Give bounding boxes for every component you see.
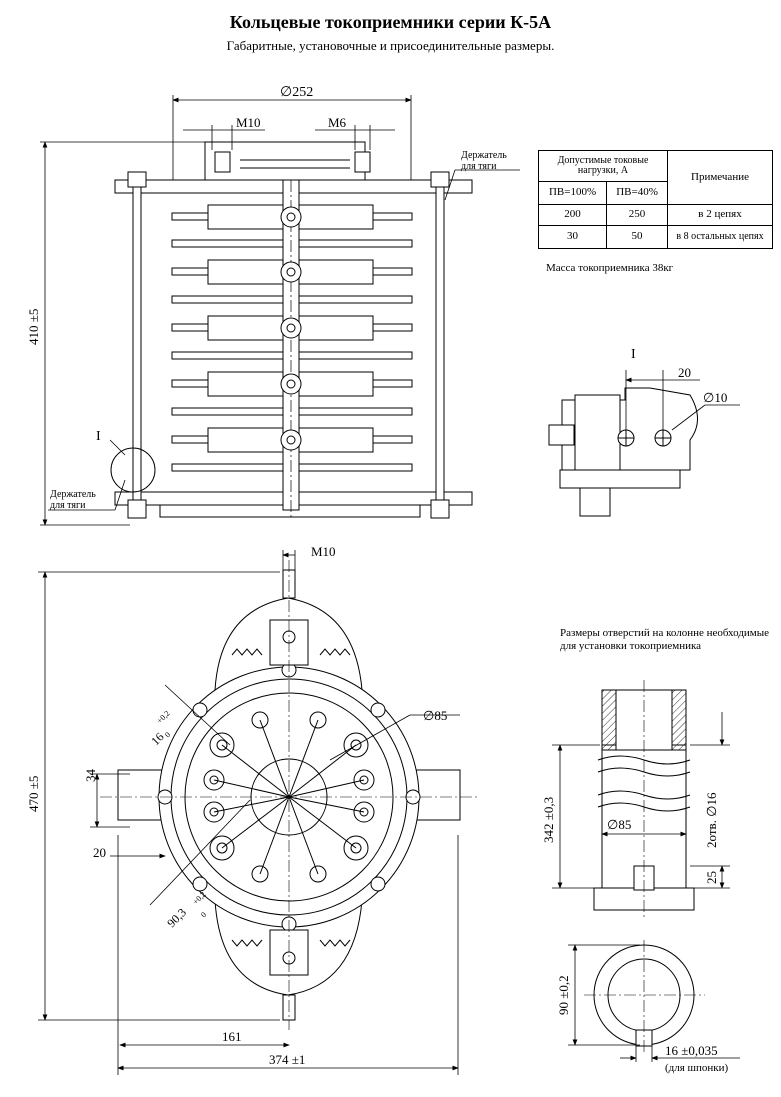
table-cell: 250 (606, 204, 668, 226)
top-dim-90-3-tol-zero: 0 (199, 910, 208, 919)
holder-label-top-line2: для тяги (461, 161, 497, 172)
detail-dim-20: 20 (678, 365, 691, 380)
page-title: Кольцевые токоприемники серии К-5А (229, 12, 552, 32)
top-dim-16-tol-plus: +0,2 (155, 709, 172, 726)
top-dim-16-tol-zero: 0 (163, 730, 172, 739)
top-dim-d85: ∅85 (423, 708, 447, 723)
column-dim-25: 25 (704, 871, 719, 884)
front-detail-ref: I (96, 429, 101, 444)
front-dim-d252: ∅252 (280, 85, 313, 100)
table-cell: 200 (537, 204, 608, 226)
top-dim-20: 20 (93, 845, 106, 860)
table-cell: 30 (537, 225, 608, 249)
column-dim-16-key: 16 ±0,035 (665, 1043, 718, 1058)
detail-dim-d10: ∅10 (703, 390, 727, 405)
table-row: 30 50 в 8 остальных цепях (537, 225, 773, 249)
top-dim-m10: M10 (311, 544, 336, 559)
arm-bolts (280, 206, 302, 451)
holder-label-top-line1: Держатель (461, 150, 507, 161)
column-dimensions (552, 712, 740, 1062)
top-dim-34: 34 (83, 769, 98, 783)
top-dim-374: 374 ±1 (269, 1052, 305, 1067)
table-header-note: Примечание (667, 150, 773, 205)
page-subtitle: Габаритные, установочные и присоединител… (226, 38, 555, 53)
detail-view (548, 387, 698, 517)
front-dim-m6: M6 (328, 115, 347, 130)
top-dim-90-3: 90,3 (164, 905, 189, 930)
mass-note: Масса токоприемника 38кг (546, 262, 674, 274)
holder-label-bottom-line1: Держатель (50, 489, 96, 500)
column-holes-note: Размеры отверстий на колонне необходимые… (560, 627, 770, 652)
table-row: 200 250 в 2 цепях (537, 204, 773, 226)
table-header-loads: Допустимые токовые нагрузки, А (538, 150, 668, 182)
column-dim-holes: 2отв. ∅16 (704, 792, 719, 848)
top-view (117, 569, 461, 1021)
top-dimensions (38, 550, 460, 1075)
table-col-pv100: ПВ=100% (537, 181, 608, 205)
front-dimensions (40, 95, 520, 526)
column-dim-342: 342 ±0,3 (541, 797, 556, 843)
front-dim-m10: M10 (236, 115, 261, 130)
table-cell: в 2 цепях (667, 204, 773, 226)
load-table: Допустимые токовые нагрузки, А Примечани… (537, 150, 773, 249)
front-dim-410: 410 ±5 (26, 309, 41, 345)
top-dim-161: 161 (222, 1029, 242, 1044)
holder-label-bottom-line2: для тяги (50, 500, 86, 511)
column-dim-90: 90 ±0,2 (556, 975, 571, 1015)
top-dim-470: 470 ±5 (26, 776, 41, 812)
front-view (110, 141, 473, 520)
table-col-pv40: ПВ=40% (606, 181, 668, 205)
column-key-note: (для шпонки) (665, 1062, 729, 1074)
table-cell: в 8 остальных цепях (667, 225, 773, 249)
top-view-centerlines (100, 560, 480, 1030)
table-cell: 50 (606, 225, 668, 249)
column-dim-d85: ∅85 (607, 817, 631, 832)
outer-bolts (157, 662, 421, 932)
detail-ref: I (631, 347, 636, 362)
